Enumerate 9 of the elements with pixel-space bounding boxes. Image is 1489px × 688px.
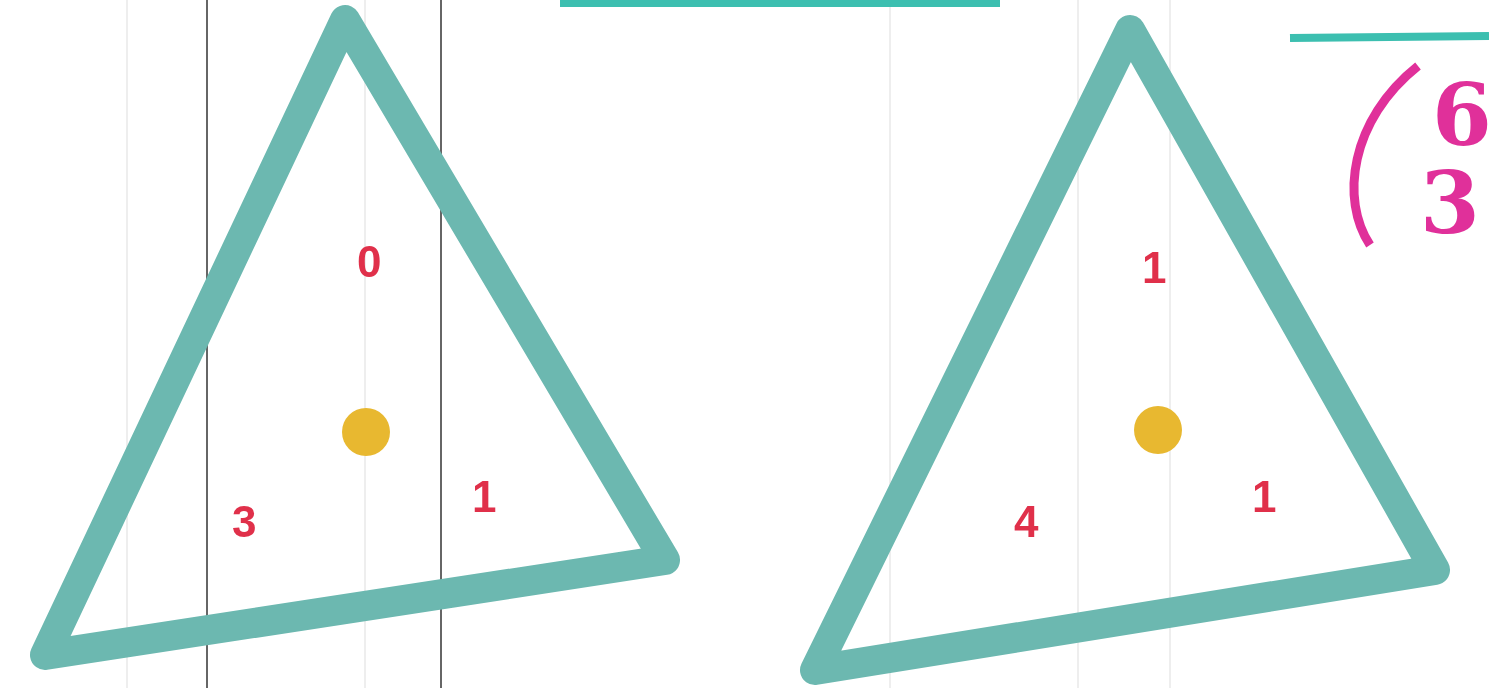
handwritten-digit: 3 [1420, 160, 1480, 246]
handwritten-digit: 6 [1432, 72, 1489, 158]
vertex-number: 0 [357, 240, 382, 284]
vertex-number: 4 [1014, 500, 1039, 544]
vertex-number: 1 [472, 475, 497, 519]
triangle [30, 5, 680, 670]
vertex-number: 1 [1142, 246, 1167, 290]
vertex-number: 3 [232, 500, 257, 544]
vertex-number: 1 [1252, 475, 1277, 519]
